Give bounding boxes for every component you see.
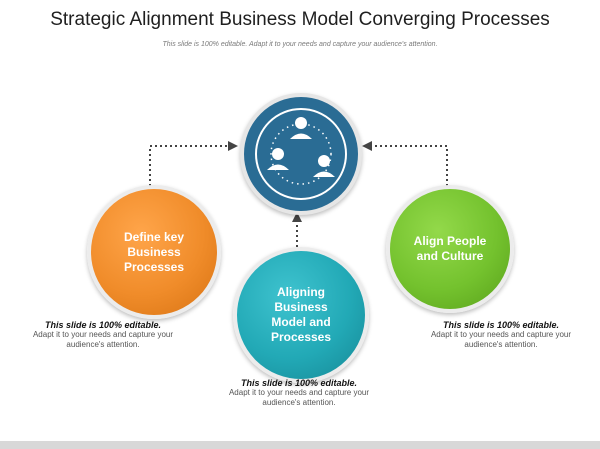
page-subtitle: This slide is 100% editable. Adapt it to… — [162, 41, 438, 48]
bottom-description: This slide is 100% editable. Adapt it to… — [214, 378, 384, 408]
bottom-description-body: Adapt it to your needs and capture your … — [228, 388, 370, 407]
right-arrowhead — [362, 141, 372, 151]
center-circle — [240, 93, 362, 215]
aligning-model-circle: Aligning Business Model and Processes — [233, 247, 369, 383]
bottom-arrowhead — [292, 212, 302, 222]
left-connector — [149, 145, 230, 186]
footer-bar — [0, 441, 600, 449]
define-processes-circle: Define key Business Processes — [87, 185, 221, 319]
right-description-head: This slide is 100% editable. — [442, 320, 560, 330]
right-description-body: Adapt it to your needs and capture your … — [430, 330, 572, 349]
people-network-icon — [255, 108, 347, 200]
left-description-body: Adapt it to your needs and capture your … — [32, 330, 174, 349]
align-people-circle: Align People and Culture — [386, 185, 514, 313]
define-processes-label: Define key Business Processes — [123, 229, 185, 274]
left-description-head: This slide is 100% editable. — [44, 320, 162, 330]
aligning-model-label: Aligning Business Model and Processes — [270, 285, 332, 344]
align-people-label: Align People and Culture — [413, 234, 487, 263]
left-description: This slide is 100% editable. Adapt it to… — [18, 320, 188, 350]
left-arrowhead — [228, 141, 238, 151]
right-description: This slide is 100% editable. Adapt it to… — [422, 320, 580, 350]
right-connector — [370, 145, 448, 186]
page-title: Strategic Alignment Business Model Conve… — [50, 9, 550, 30]
bottom-description-head: This slide is 100% editable. — [240, 378, 358, 388]
